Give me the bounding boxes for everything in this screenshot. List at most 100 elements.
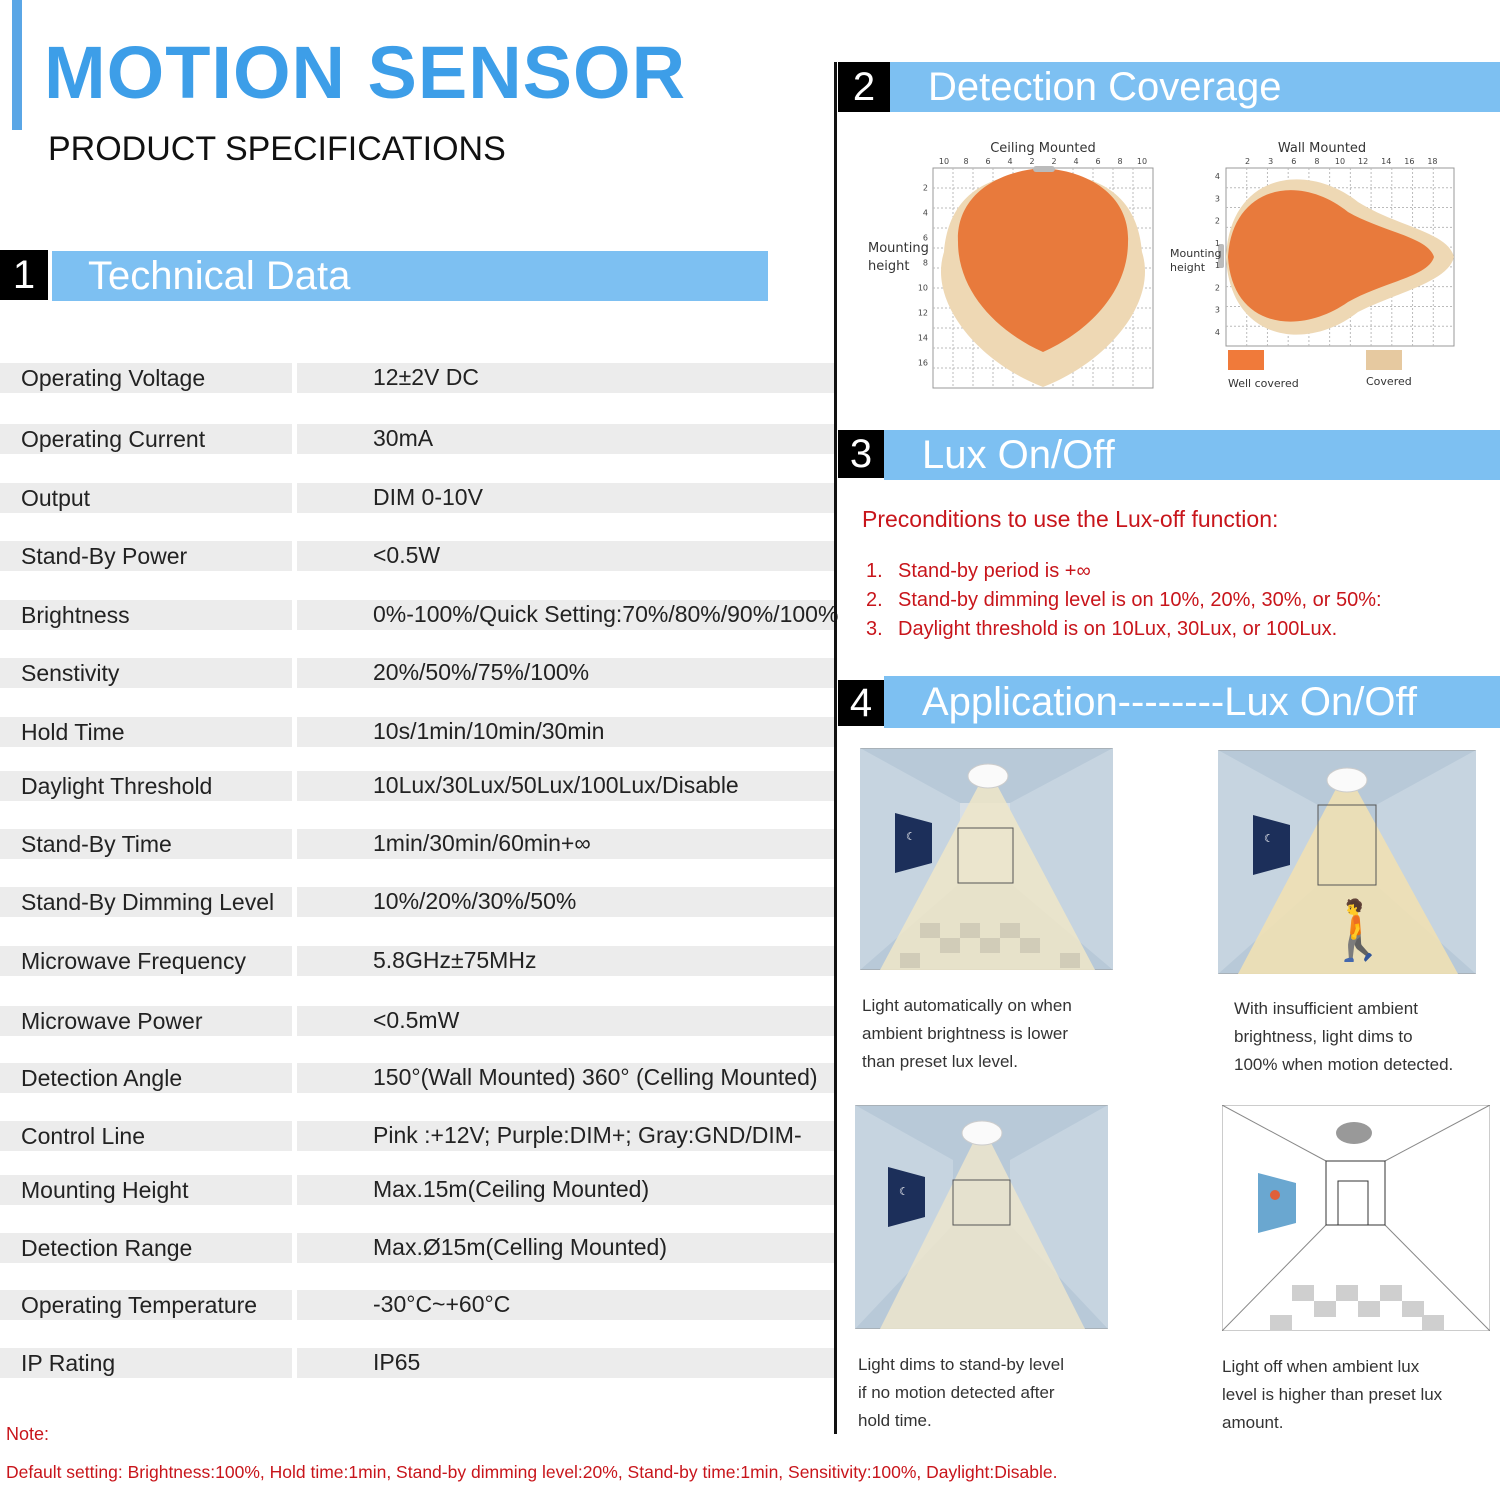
- scene-light-off: [1222, 1105, 1490, 1331]
- tick-label: 2: [1245, 157, 1250, 166]
- page-title: MOTION SENSOR: [44, 31, 687, 114]
- spec-row-value-bg: [297, 363, 835, 393]
- spec-row-label-bg: [0, 541, 292, 571]
- spec-value: Max.15m(Ceiling Mounted): [373, 1176, 650, 1202]
- column-divider: [834, 62, 837, 1434]
- spec-value: <0.5mW: [373, 1007, 460, 1033]
- spec-value: Max.Ø15m(Celling Mounted): [373, 1234, 668, 1260]
- spec-label: Detection Angle: [21, 1065, 183, 1091]
- tick-label: 6: [1095, 157, 1100, 166]
- tick-label: 14: [1381, 157, 1391, 166]
- page-subtitle: PRODUCT SPECIFICATIONS: [48, 130, 506, 168]
- spec-row-value-bg: [297, 1063, 835, 1093]
- tick-label: 12: [918, 309, 928, 318]
- tick-label: 6: [923, 234, 928, 243]
- tick-label: 16: [1404, 157, 1414, 166]
- spec-label: Stand-By Power: [21, 543, 188, 569]
- spec-row-label-bg: [0, 658, 292, 688]
- tick-label: 10: [918, 284, 928, 293]
- lux-item: 2.Stand-by dimming level is on 10%, 20%,…: [866, 589, 1382, 611]
- tick-label: 6: [985, 157, 990, 166]
- tick-label: 4: [1007, 157, 1012, 166]
- spec-row-value-bg: [297, 946, 835, 976]
- spec-row-label-bg: [0, 829, 292, 859]
- spec-value: 30mA: [373, 425, 434, 451]
- section-2-number: 2: [838, 62, 890, 112]
- spec-value: 20%/50%/75%/100%: [373, 659, 590, 685]
- ceiling-axis-label-1: Mounting: [868, 241, 929, 256]
- svg-text:☾: ☾: [1264, 833, 1274, 845]
- spec-label: IP Rating: [21, 1350, 116, 1376]
- walking-person-icon: 🚶: [1322, 897, 1394, 963]
- section-3-title: Lux On/Off: [884, 430, 1500, 480]
- spec-row-value-bg: [297, 483, 835, 513]
- tick-label: 14: [918, 334, 928, 343]
- section-4-number: 4: [838, 680, 884, 726]
- spec-value: 10Lux/30Lux/50Lux/100Lux/Disable: [373, 772, 739, 798]
- note-label: Note:: [6, 1424, 50, 1444]
- note-text: Default setting: Brightness:100%, Hold t…: [6, 1462, 1058, 1482]
- tick-label: 1: [1215, 261, 1220, 270]
- spec-value: Pink :+12V; Purple:DIM+; Gray:GND/DIM-: [373, 1122, 802, 1148]
- spec-label: Stand-By Time: [21, 831, 172, 857]
- spec-label: Daylight Threshold: [21, 773, 213, 799]
- spec-row-label-bg: [0, 1006, 292, 1036]
- tick-label: 8: [963, 157, 968, 166]
- tick-label: 12: [1358, 157, 1368, 166]
- spec-value: <0.5W: [373, 542, 441, 568]
- spec-row-value-bg: [297, 1006, 835, 1036]
- spec-row-label-bg: [0, 483, 292, 513]
- spec-row-value-bg: [297, 887, 835, 917]
- tick-label: 4: [923, 209, 928, 218]
- legend-well-covered-swatch: [1228, 350, 1264, 370]
- tick-label: 3: [1268, 157, 1273, 166]
- tick-label: 4: [1215, 328, 1220, 337]
- spec-label: Microwave Frequency: [21, 948, 246, 974]
- spec-row-label-bg: [0, 1121, 292, 1151]
- spec-row-label-bg: [0, 600, 292, 630]
- section-2-title: Detection Coverage: [890, 62, 1500, 112]
- tick-label: 2: [1215, 283, 1220, 292]
- spec-row-label-bg: [0, 1175, 292, 1205]
- tick-label: 10: [1335, 157, 1345, 166]
- spec-value: 150°(Wall Mounted) 360° (Celling Mounted…: [373, 1064, 818, 1090]
- lux-preconditions-heading: Preconditions to use the Lux-off functio…: [862, 506, 1279, 532]
- tick-label: 10: [1137, 157, 1147, 166]
- spec-row-label-bg: [0, 424, 292, 454]
- spec-row-label-bg: [0, 946, 292, 976]
- spec-label: Control Line: [21, 1123, 146, 1149]
- spec-value: -30°C~+60°C: [373, 1291, 511, 1317]
- spec-row-label-bg: [0, 1290, 292, 1320]
- tick-label: 8: [923, 259, 928, 268]
- ceiling-sensor-icon: [1033, 166, 1055, 172]
- lux-item: 1.Stand-by period is +∞: [866, 560, 1091, 582]
- spec-label: Output: [21, 485, 91, 511]
- lux-item: 3.Daylight threshold is on 10Lux, 30Lux,…: [866, 618, 1338, 640]
- svg-text:☾: ☾: [906, 831, 916, 843]
- tick-label: 4: [1215, 172, 1220, 181]
- scene-standby-dim: ☾: [855, 1105, 1108, 1329]
- wall-sensor-icon: [1218, 244, 1224, 268]
- spec-row-value-bg: [297, 771, 835, 801]
- scene-light-on: ☾: [860, 748, 1113, 970]
- spec-label: Detection Range: [21, 1235, 193, 1261]
- spec-row-value-bg: [297, 1121, 835, 1151]
- spec-row-label-bg: [0, 771, 292, 801]
- section-3-number: 3: [838, 430, 884, 478]
- spec-row-value-bg: [297, 1348, 835, 1378]
- scene-motion-detected: ☾ 🚶: [1218, 750, 1476, 974]
- spec-value: IP65: [373, 1349, 421, 1375]
- spec-label: Hold Time: [21, 719, 125, 745]
- tick-label: 1: [1215, 239, 1220, 248]
- spec-value: 5.8GHz±75MHz: [373, 947, 537, 973]
- spec-value: DIM 0-10V: [373, 484, 483, 510]
- spec-row-value-bg: [297, 1175, 835, 1205]
- tick-label: 10: [939, 157, 949, 166]
- spec-row-value-bg: [297, 658, 835, 688]
- tick-label: 2: [1051, 157, 1056, 166]
- spec-label: Operating Current: [21, 426, 206, 452]
- tick-label: 16: [918, 359, 928, 368]
- spec-row-value-bg: [297, 424, 835, 454]
